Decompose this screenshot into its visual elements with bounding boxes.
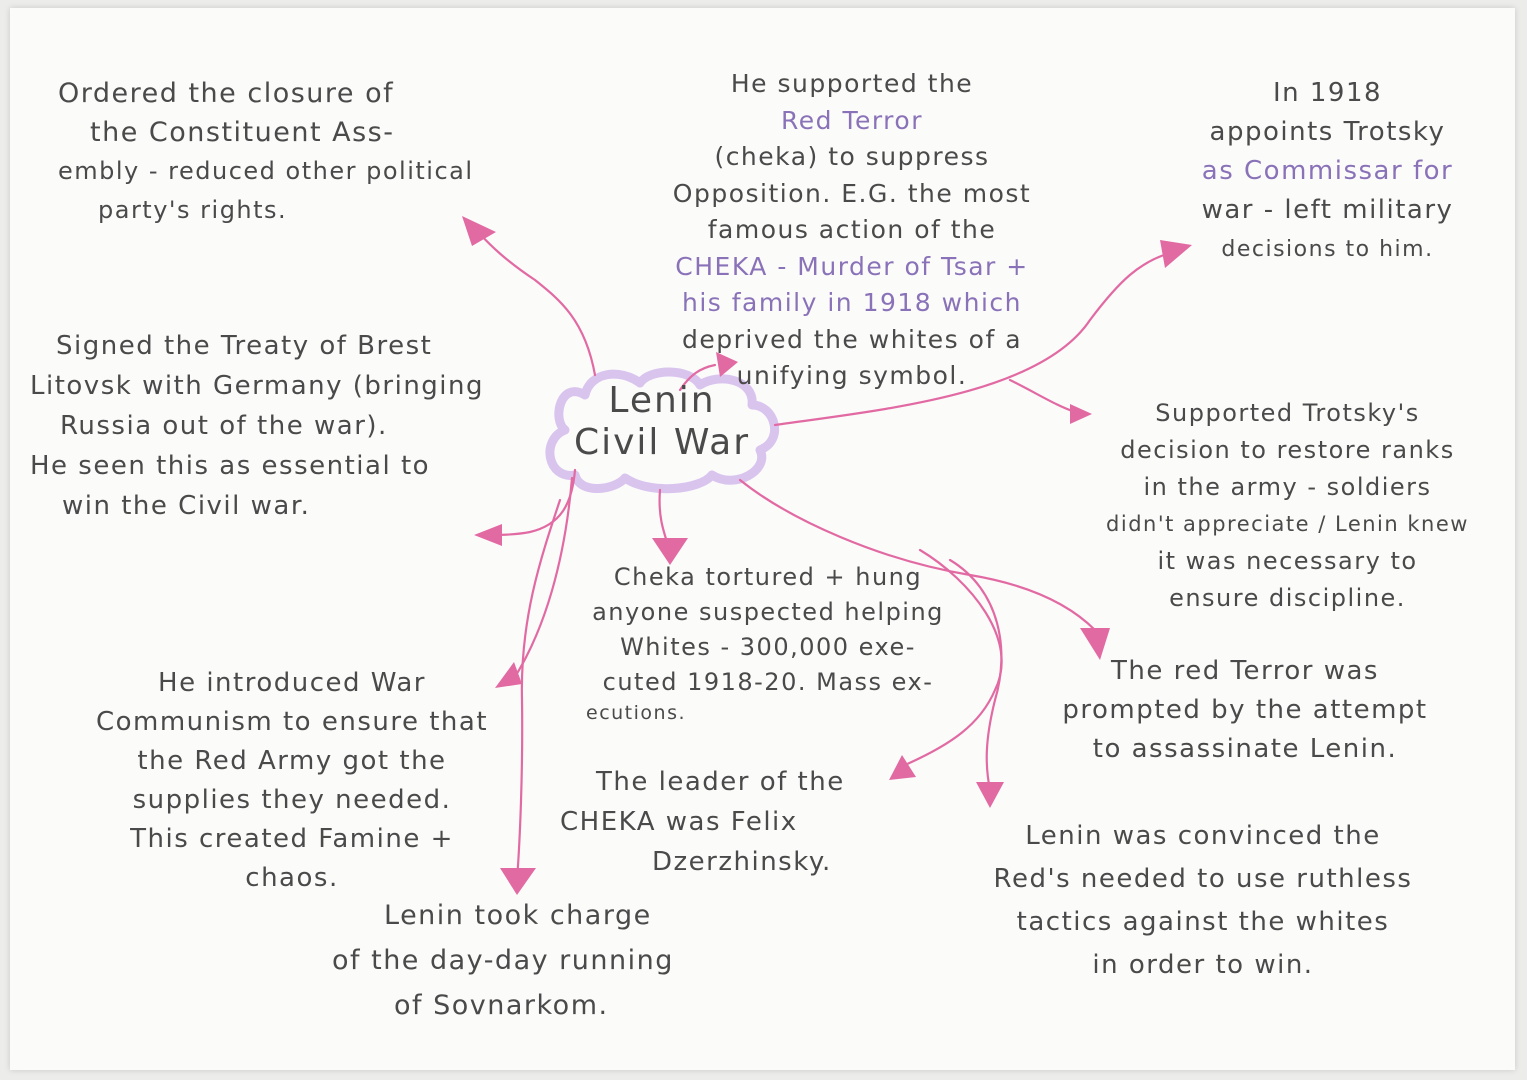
note-line: Lenin took charge [384, 900, 652, 931]
note-line: In 1918 [1272, 78, 1383, 108]
note-line: the Constituent Ass- [90, 117, 395, 148]
note-line: This created Famine + [130, 824, 454, 854]
note-line: Opposition. E.G. the most [672, 178, 1032, 208]
note-cheka-leader: The leader of the CHEKA was Felix Dzerzh… [560, 762, 845, 882]
note-line: Litovsk with Germany (bringing [30, 371, 485, 401]
note-line: as Commissar for [1201, 156, 1454, 186]
note-line: supplies they needed. [132, 785, 452, 815]
note-line: The red Terror was [1111, 656, 1379, 686]
note-line: didn't appreciate / Lenin knew [1106, 512, 1469, 536]
note-line: ecutions. [586, 702, 687, 724]
note-line: win the Civil war. [62, 491, 311, 521]
note-red-terror-support: He supported the Red Terror (cheka) to s… [632, 66, 1072, 395]
note-treaty-brest: Signed the Treaty of Brest Litovsk with … [30, 326, 484, 526]
note-line: Dzerzhinsky. [652, 847, 832, 877]
note-line: decisions to him. [1221, 237, 1434, 262]
note-line: Red Terror [781, 105, 923, 135]
note-line: prompted by the attempt [1062, 695, 1428, 725]
note-line: Supported Trotsky's [1155, 399, 1420, 427]
note-line: decision to restore ranks [1120, 436, 1455, 464]
note-line: his family in 1918 which [681, 288, 1022, 317]
note-red-terror-prompted: The red Terror was prompted by the attem… [1020, 652, 1470, 769]
note-line: anyone suspected helping [592, 598, 944, 626]
note-line: war - left military [1201, 195, 1454, 225]
note-line: The leader of the [596, 767, 845, 797]
note-constituent-assembly: Ordered the closure of the Constituent A… [58, 74, 474, 230]
note-line: chaos. [245, 863, 339, 893]
note-line: Ordered the closure of [58, 78, 395, 109]
note-ruthless-tactics: Lenin was convinced the Red's needed to … [948, 815, 1458, 987]
note-line: embly - reduced other political [58, 157, 474, 185]
note-line: Red's needed to use ruthless [993, 864, 1413, 894]
note-restore-ranks: Supported Trotsky's decision to restore … [1055, 395, 1520, 617]
note-line: CHEKA was Felix [560, 807, 798, 837]
note-line: famous action of the [707, 215, 997, 244]
note-line: party's rights. [98, 196, 288, 224]
note-line: it was necessary to [1157, 547, 1418, 575]
note-sovnarkom: Lenin took charge of the day-day running… [332, 893, 674, 1028]
note-line: unifying symbol. [736, 361, 968, 390]
note-line: appoints Trotsky [1209, 117, 1446, 147]
note-line: the Red Army got the [137, 746, 447, 776]
note-line: Cheka tortured + hung [613, 563, 923, 591]
center-topic: Lenin Civil War [548, 380, 776, 480]
note-line: of the day-day running [332, 945, 674, 976]
note-cheka-tortured: Cheka tortured + hung anyone suspected h… [566, 560, 970, 726]
note-line: Signed the Treaty of Brest [56, 331, 433, 361]
note-line: in order to win. [1092, 950, 1314, 980]
note-line: of Sovnarkom. [394, 990, 609, 1021]
note-line: CHEKA - Murder of Tsar + [675, 251, 1029, 281]
note-war-communism: He introduced War Communism to ensure th… [52, 664, 532, 898]
note-line: He introduced War [158, 668, 426, 698]
note-line: (cheka) to suppress [714, 142, 990, 171]
note-line: Whites - 300,000 exe- [620, 633, 916, 661]
note-line: cuted 1918-20. Mass ex- [602, 668, 934, 696]
note-line: Lenin was convinced the [1025, 821, 1381, 851]
note-line: He supported the [730, 69, 974, 98]
center-title-line2: Civil War [573, 422, 751, 463]
note-trotsky-commissar: In 1918 appoints Trotsky as Commissar fo… [1150, 74, 1505, 269]
note-line: tactics against the whites [1016, 907, 1390, 937]
note-line: Communism to ensure that [95, 707, 489, 737]
note-line: in the army - soldiers [1143, 473, 1432, 501]
note-line: deprived the whites of a [681, 324, 1023, 354]
note-line: He seen this as essential to [30, 451, 431, 481]
note-line: to assassinate Lenin. [1092, 734, 1398, 764]
center-title-line1: Lenin [608, 380, 716, 421]
note-line: ensure discipline. [1169, 584, 1406, 612]
note-line: Russia out of the war). [60, 411, 388, 441]
